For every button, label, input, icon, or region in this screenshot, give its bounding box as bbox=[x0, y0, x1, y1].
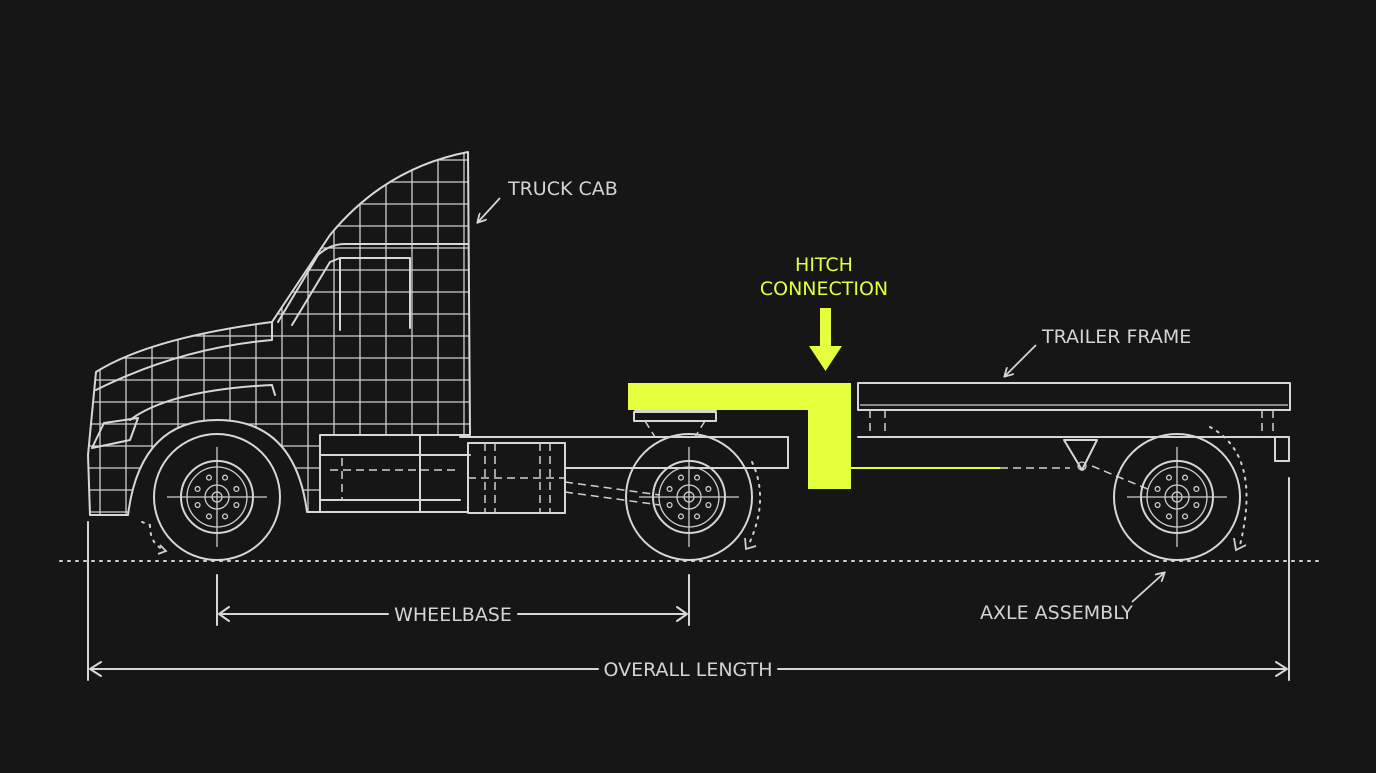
hitch-label-line2: CONNECTION bbox=[760, 278, 888, 300]
wheelbase-dimension bbox=[216, 574, 690, 626]
cab-window bbox=[277, 243, 469, 323]
trailer-wheel bbox=[1113, 433, 1241, 561]
trailer-frame-label: TRAILER FRAME bbox=[1041, 326, 1191, 348]
truck-cab-label: TRUCK CAB bbox=[507, 178, 618, 200]
headlight bbox=[91, 417, 139, 449]
axle-assembly-leader bbox=[1131, 573, 1164, 603]
truck-cab-leader bbox=[478, 197, 501, 222]
drive-wheel bbox=[625, 433, 753, 561]
hitch-arrow bbox=[820, 308, 831, 350]
wheelbase-label: WHEELBASE bbox=[394, 604, 512, 626]
front-wheel bbox=[153, 433, 281, 561]
overall-length-label: OVERALL LENGTH bbox=[603, 659, 772, 681]
hitch-label-line1: HITCH bbox=[795, 254, 853, 276]
cab-grid bbox=[88, 152, 470, 515]
hitch-connection bbox=[628, 308, 1000, 489]
trailer-frame bbox=[857, 382, 1291, 491]
truck-cab bbox=[87, 151, 471, 516]
trailer-frame-leader bbox=[1005, 344, 1037, 376]
axle-assembly-label: AXLE ASSEMBLY bbox=[980, 602, 1133, 624]
overall-length-dimension bbox=[87, 477, 1290, 681]
